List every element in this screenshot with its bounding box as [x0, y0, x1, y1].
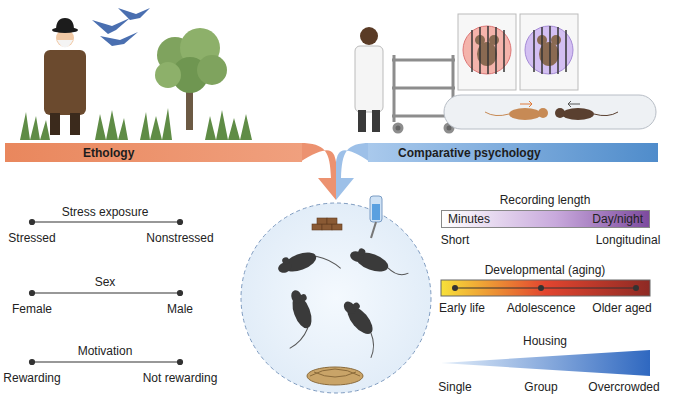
scale-title: Developmental (aging) — [485, 263, 606, 277]
node-text: Ethology — [83, 146, 134, 160]
developmental-bar — [441, 280, 650, 296]
scale-end: Nonstressed — [146, 231, 213, 245]
scale-title: Recording length — [500, 193, 591, 207]
scale-title: Motivation — [78, 344, 133, 358]
scale-end: Adolescence — [507, 301, 576, 315]
scale-end: Longitudinal — [596, 233, 661, 247]
scale-end: Male — [167, 302, 193, 316]
scale-end: Single — [438, 380, 471, 394]
gradient-bar: Minutes Day/night — [441, 210, 650, 228]
choice-panels — [458, 14, 578, 90]
tree — [155, 28, 227, 130]
band-arrow: Comparative psychology — [368, 143, 658, 162]
scale-end: Group — [524, 380, 557, 394]
node-text-end: Day/night — [592, 212, 643, 226]
scientist-figure — [355, 27, 383, 132]
scale-title: Sex — [95, 275, 116, 289]
grass — [20, 108, 252, 140]
ethologist-figure — [44, 18, 86, 135]
node-text: Comparative psychology — [398, 146, 541, 160]
tube-test — [444, 95, 656, 129]
node-text: Minutes — [448, 212, 490, 226]
scale-end: Not rewarding — [143, 371, 218, 385]
scale-title: Housing — [523, 334, 567, 348]
birds — [92, 8, 150, 46]
scale-end: Older aged — [592, 301, 651, 315]
housing-wedge — [441, 350, 650, 376]
scale-end: Stressed — [8, 231, 55, 245]
scale-title: Stress exposure — [62, 205, 149, 219]
scale-end: Short — [441, 233, 470, 247]
home-cage — [241, 196, 431, 393]
cart — [392, 55, 455, 132]
scale-end: Rewarding — [3, 371, 60, 385]
scale-end: Overcrowded — [588, 380, 659, 394]
band-arrow: Ethology — [5, 143, 302, 162]
scale-end: Female — [12, 302, 52, 316]
scale-end: Early life — [439, 301, 485, 315]
